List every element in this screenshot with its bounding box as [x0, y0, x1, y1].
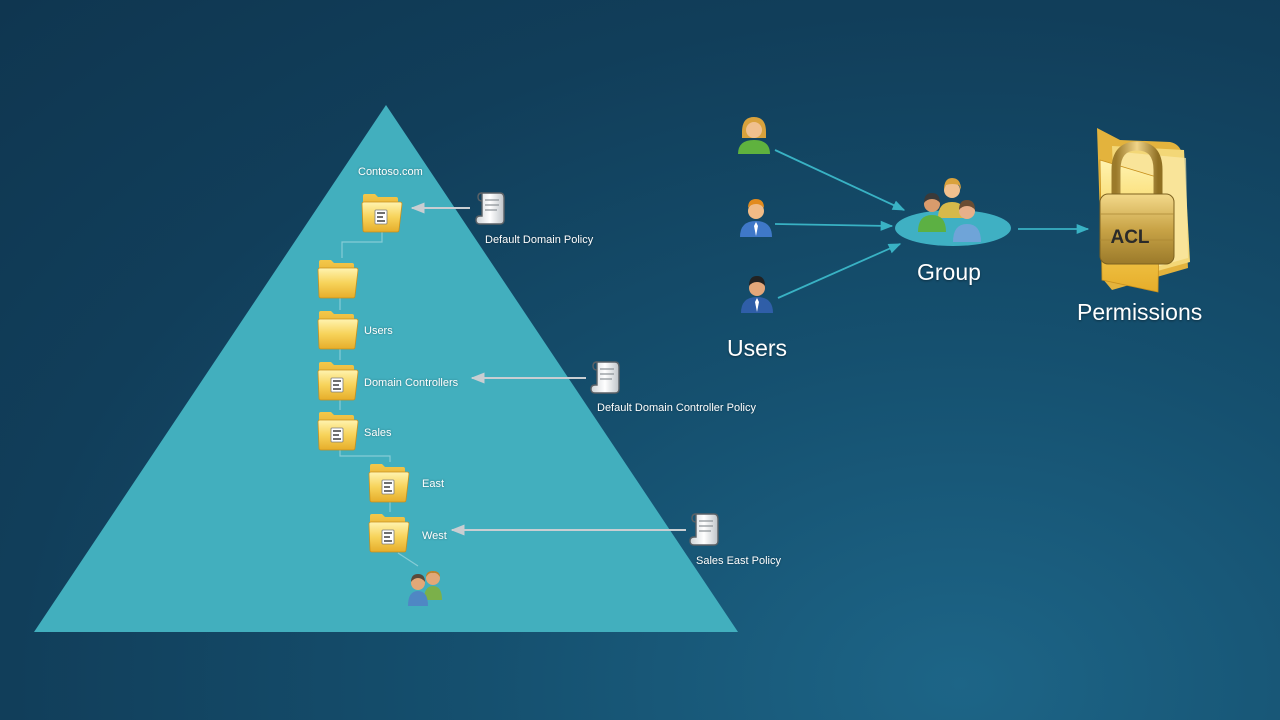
user-icon-2 — [740, 199, 772, 237]
domain-controllers-ou-icon — [318, 362, 358, 400]
users-label: Users — [727, 335, 788, 361]
west-users-group-icon — [408, 571, 442, 606]
tree-connectors — [339, 230, 419, 567]
ou-label-east: East — [422, 478, 445, 490]
sales-ou-icon — [318, 412, 358, 450]
default-dc-policy-icon — [590, 361, 620, 394]
ou-label-users: Users — [364, 325, 393, 337]
group-icon — [918, 178, 981, 242]
sales-east-policy-icon — [689, 513, 719, 546]
root-domain-label: Contoso.com — [358, 166, 423, 178]
ou-label-domain-controllers: Domain Controllers — [364, 377, 459, 389]
ou-label-sales: Sales — [364, 427, 392, 439]
user2-to-group-arrow — [774, 220, 894, 231]
lock-icon — [1099, 141, 1175, 265]
west-ou-icon — [369, 514, 409, 552]
group-label: Group — [917, 259, 981, 285]
permissions-label: Permissions — [1077, 299, 1203, 325]
default-dc-policy-label: Default Domain Controller Policy — [597, 402, 756, 414]
default-domain-policy-label: Default Domain Policy — [485, 234, 594, 246]
domain-folder-icon — [362, 194, 402, 232]
user-icon-3 — [741, 276, 773, 313]
domain-pyramid — [34, 105, 738, 632]
folder-icon — [317, 259, 359, 299]
users-folder-icon — [317, 310, 359, 350]
default-domain-policy-icon — [475, 192, 505, 225]
ou-label-west: West — [422, 530, 447, 542]
east-ou-icon — [369, 464, 409, 502]
user3-to-group-arrow — [777, 243, 902, 299]
acl-label: ACL — [1110, 227, 1149, 248]
user1-to-group-arrow — [774, 149, 906, 211]
sales-east-policy-label: Sales East Policy — [696, 555, 781, 567]
user-icon-1 — [738, 117, 770, 154]
